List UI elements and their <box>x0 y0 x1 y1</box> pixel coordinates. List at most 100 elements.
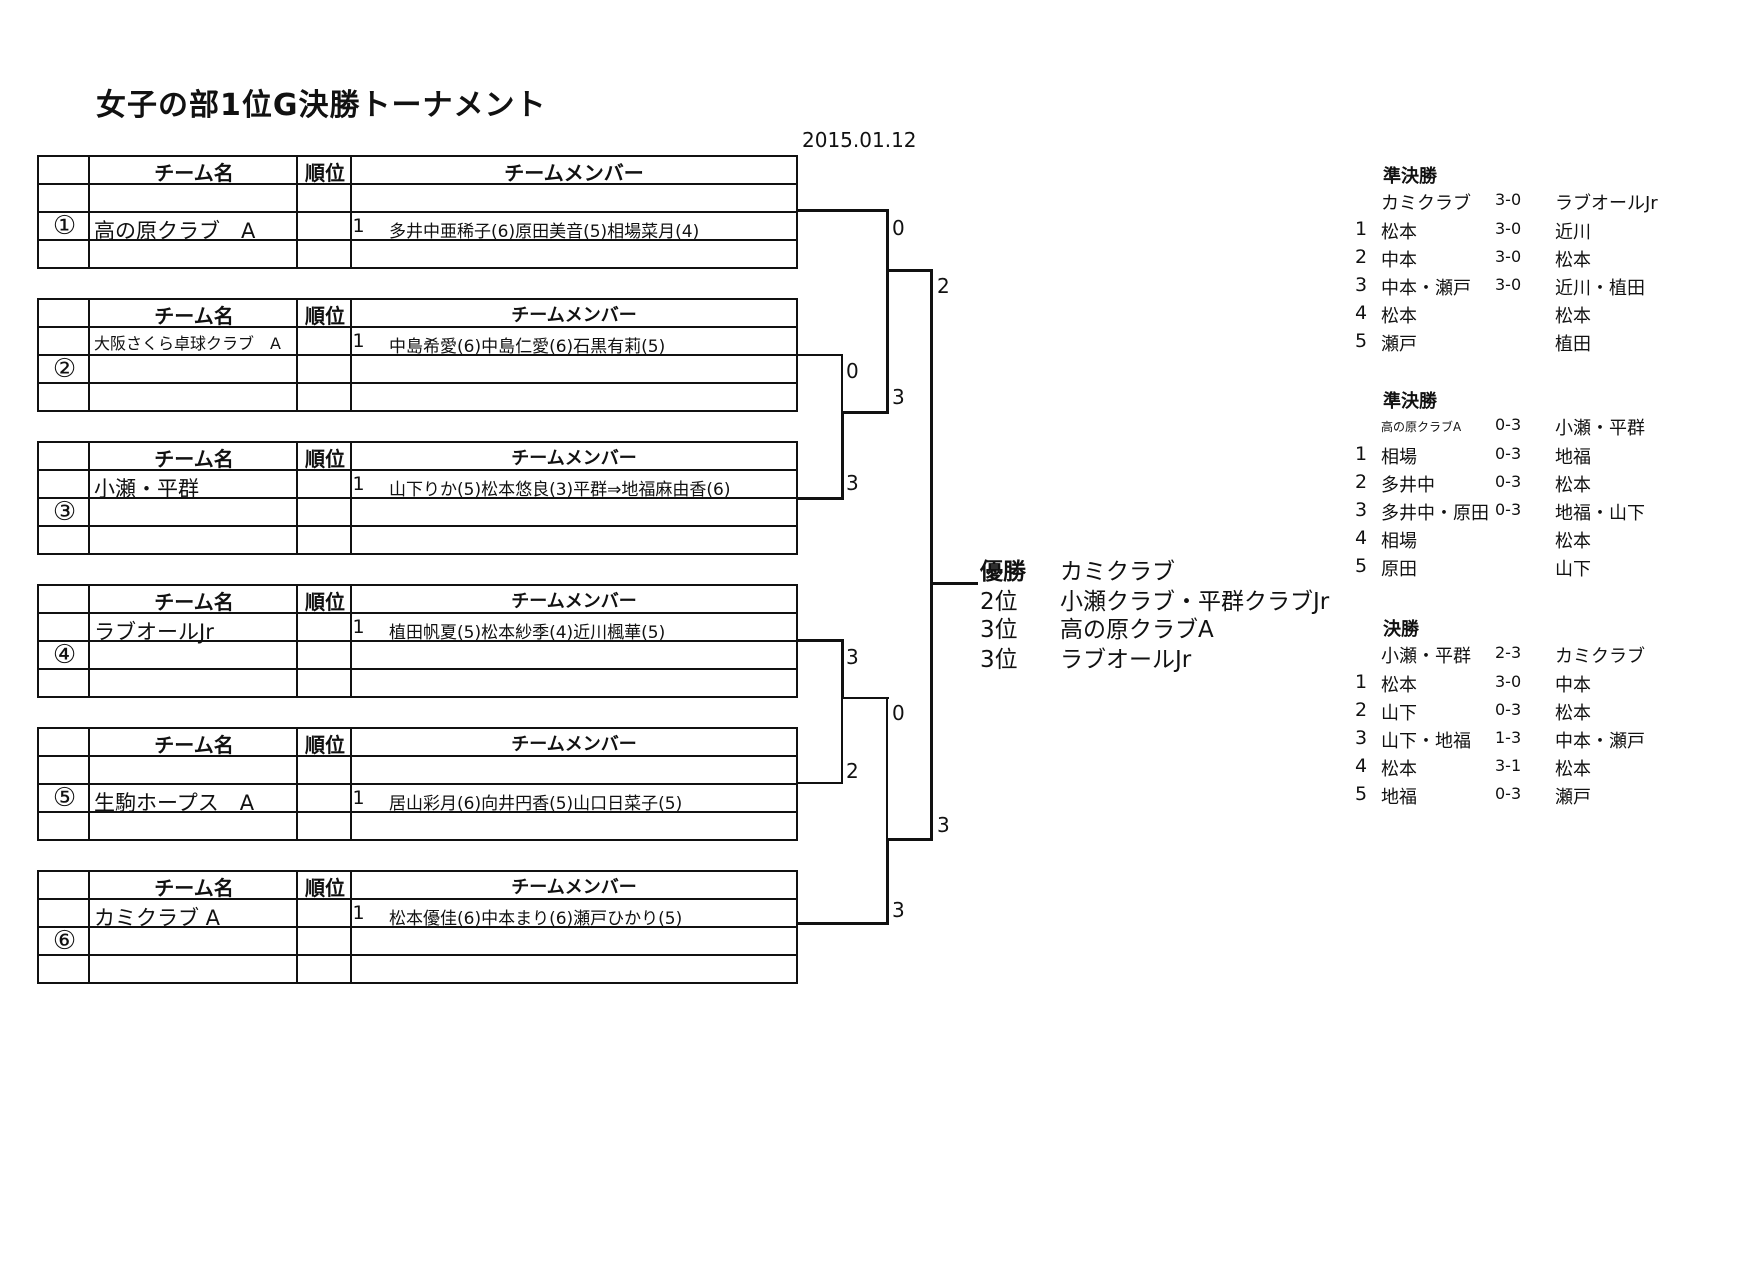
score-label: 0 <box>846 359 859 383</box>
table-rule <box>39 497 796 499</box>
table-rule <box>350 157 352 267</box>
game-number: 1 <box>1355 671 1368 693</box>
table-rule <box>39 755 796 757</box>
score-label: 2 <box>937 274 950 298</box>
header-members: チームメンバー <box>511 448 637 469</box>
match-team-b: カミクラブ <box>1555 646 1645 667</box>
team-members: 中島希愛(6)中島仁愛(6)石黒有莉(5) <box>389 337 666 357</box>
match-team-b: ラブオールJr <box>1555 193 1658 214</box>
bracket-line <box>841 411 844 500</box>
date-label: 2015.01.12 <box>802 128 917 152</box>
match-title: 準決勝 <box>1383 391 1437 412</box>
table-rule <box>296 872 298 982</box>
game-number: 4 <box>1355 302 1368 324</box>
table-rule <box>88 300 90 410</box>
game-score: 0-3 <box>1495 700 1522 719</box>
bracket-line <box>841 639 844 699</box>
table-rule <box>39 954 796 956</box>
result-value: 高の原クラブA <box>1060 617 1214 643</box>
bracket-line <box>798 639 843 642</box>
header-team-name: チーム名 <box>154 875 234 900</box>
result-value: カミクラブ <box>1060 559 1175 585</box>
bracket-line <box>886 209 889 271</box>
table-rule <box>39 525 796 527</box>
game-player-b: 近川・植田 <box>1555 278 1645 299</box>
score-label: 0 <box>892 216 905 240</box>
match-team-a: 小瀬・平群 <box>1381 646 1471 667</box>
header-members: チームメンバー <box>511 591 637 612</box>
game-player-a: 相場 <box>1381 531 1417 552</box>
game-number: 2 <box>1355 699 1368 721</box>
game-score: 0-3 <box>1495 444 1522 463</box>
table-rule <box>39 469 796 471</box>
game-player-a: 多井中 <box>1381 475 1435 496</box>
header-members: チームメンバー <box>504 160 644 185</box>
game-player-a: 原田 <box>1381 559 1417 580</box>
game-player-b: 瀬戸 <box>1555 787 1591 808</box>
team-name: カミクラブ A <box>94 906 221 930</box>
bracket-line <box>930 269 933 585</box>
table-rule <box>350 872 352 982</box>
game-player-a: 瀬戸 <box>1381 334 1417 355</box>
team-rank: 1 <box>352 902 365 924</box>
header-team-name: チーム名 <box>154 589 234 614</box>
result-label: 優勝 <box>980 559 1026 585</box>
game-player-a: 相場 <box>1381 447 1417 468</box>
score-label: 3 <box>892 898 905 922</box>
game-number: 5 <box>1355 330 1368 352</box>
bracket-line <box>798 497 843 500</box>
table-rule <box>350 443 352 553</box>
bracket-line <box>798 209 888 212</box>
table-rule <box>350 729 352 839</box>
header-rank: 順位 <box>305 732 345 757</box>
game-player-a: 松本 <box>1381 675 1417 696</box>
header-team-name: チーム名 <box>154 160 234 185</box>
game-player-a: 松本 <box>1381 306 1417 327</box>
table-rule <box>88 729 90 839</box>
team-number: ③ <box>52 497 77 527</box>
result-value: 小瀬クラブ・平群クラブJr <box>1060 589 1330 615</box>
game-player-b: 地福 <box>1555 447 1591 468</box>
table-rule <box>39 668 796 670</box>
game-player-b: 近川 <box>1555 222 1591 243</box>
bracket-line <box>841 354 843 413</box>
match-score: 3-0 <box>1495 190 1522 209</box>
team-name: 生駒ホープス A <box>94 791 255 815</box>
score-label: 3 <box>892 385 905 409</box>
team-name: 大阪さくら卓球クラブ A <box>94 334 281 353</box>
score-label: 2 <box>846 759 859 783</box>
game-number: 3 <box>1355 499 1368 521</box>
game-number: 1 <box>1355 218 1368 240</box>
game-player-b: 松本 <box>1555 703 1591 724</box>
game-score: 0-3 <box>1495 500 1522 519</box>
game-player-a: 山下・地福 <box>1381 731 1471 752</box>
game-number: 3 <box>1355 274 1368 296</box>
bracket-line <box>886 838 889 925</box>
table-rule <box>296 157 298 267</box>
game-score: 0-3 <box>1495 472 1522 491</box>
table-rule <box>296 729 298 839</box>
result-label: 2位 <box>980 589 1018 615</box>
team-rank: 1 <box>352 330 365 352</box>
team-members: 植田帆夏(5)松本紗季(4)近川楓華(5) <box>389 623 666 643</box>
header-team-name: チーム名 <box>154 732 234 757</box>
team-members: 多井中亜稀子(6)原田美音(5)相場菜月(4) <box>389 222 700 242</box>
game-player-b: 松本 <box>1555 250 1591 271</box>
header-team-name: チーム名 <box>154 446 234 471</box>
team-rank: 1 <box>352 787 365 809</box>
game-score: 3-0 <box>1495 672 1522 691</box>
team-members: 山下りか(5)松本悠良(3)平群⇒地福麻由香(6) <box>389 480 731 500</box>
score-label: 3 <box>846 471 859 495</box>
